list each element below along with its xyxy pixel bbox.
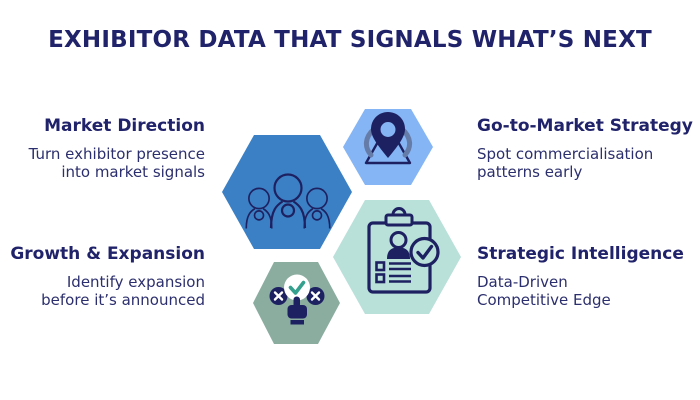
- feature-description: Turn exhibitor presence into market sign…: [28, 144, 205, 181]
- feature-description: Data-Driven Competitive Edge: [477, 272, 611, 309]
- feature-description: Spot commercialisation patterns early: [477, 144, 654, 181]
- feature-heading: Strategic Intelligence: [477, 244, 684, 264]
- feature-description: Identify expansion before it’s announced: [41, 272, 205, 309]
- feature-growth-expansion: Growth & Expansion Identify expansion be…: [0, 245, 205, 309]
- page-title: EXHIBITOR DATA THAT SIGNALS WHAT’S NEXT: [48, 27, 652, 53]
- feature-heading: Market Direction: [44, 116, 205, 136]
- location-pin-icon: [364, 112, 412, 165]
- audience-hexagon: [222, 135, 352, 249]
- hexagon-cluster: [222, 109, 461, 344]
- clipboard-report-icon: [367, 207, 440, 294]
- feature-market-direction: Market Direction Turn exhibitor presence…: [0, 117, 205, 181]
- decision-check-icon: [269, 274, 325, 325]
- feature-go-to-market-strategy: Go-to-Market Strategy Spot commercialisa…: [477, 117, 699, 181]
- feature-heading: Growth & Expansion: [10, 244, 205, 264]
- feature-heading: Go-to-Market Strategy: [477, 116, 693, 136]
- feature-strategic-intelligence: Strategic Intelligence Data-Driven Compe…: [477, 245, 699, 309]
